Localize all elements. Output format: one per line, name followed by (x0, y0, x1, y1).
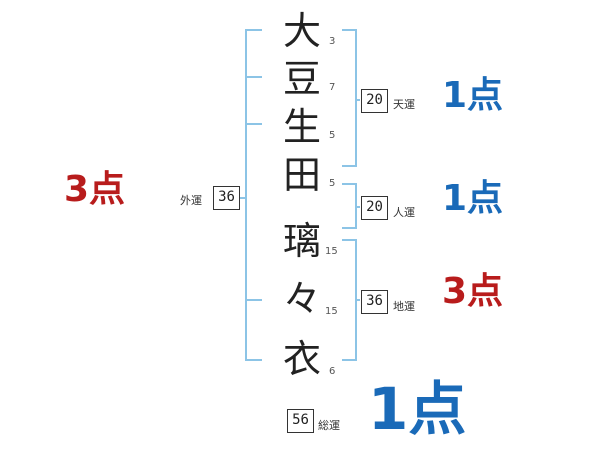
soukaku-value-box: 56 (287, 409, 314, 433)
jinkaku-bracket (342, 183, 357, 229)
name-char-5: 璃 (282, 219, 321, 263)
soukaku-label: 総運 (318, 419, 340, 432)
gaikaku-score: 3点 (64, 169, 126, 210)
tenkaku-bracket (342, 29, 357, 167)
name-char-7: 衣 (282, 337, 321, 381)
stroke-count-1: 3 (329, 36, 336, 47)
stroke-count-7: 6 (329, 366, 336, 377)
stroke-count-3: 5 (329, 130, 336, 141)
chikaku-score: 3点 (442, 271, 504, 312)
gaikaku-label: 外運 (180, 194, 202, 207)
jinkaku-score: 1点 (442, 178, 504, 219)
stroke-count-4: 5 (329, 178, 336, 189)
name-char-4: 田 (282, 153, 321, 197)
jinkaku-label: 人運 (393, 206, 415, 219)
chikaku-value-box: 36 (361, 290, 388, 314)
stroke-count-2: 7 (329, 82, 336, 93)
tenkaku-label: 天運 (393, 98, 415, 111)
tenkaku-score: 1点 (442, 75, 504, 116)
chikaku-label: 地運 (393, 300, 415, 313)
gaikaku-value-box: 36 (213, 186, 240, 210)
name-char-2: 豆 (282, 57, 321, 101)
left-bracket (245, 29, 262, 361)
tenkaku-value-box: 20 (361, 89, 388, 113)
name-char-3: 生 (282, 105, 321, 149)
name-char-6: 々 (282, 277, 321, 321)
stroke-count-6: 15 (325, 306, 338, 317)
chikaku-bracket (342, 239, 357, 361)
soukaku-score: 1点 (368, 375, 467, 443)
stroke-count-5: 15 (325, 246, 338, 257)
name-char-1: 大 (282, 9, 321, 53)
jinkaku-value-box: 20 (361, 196, 388, 220)
